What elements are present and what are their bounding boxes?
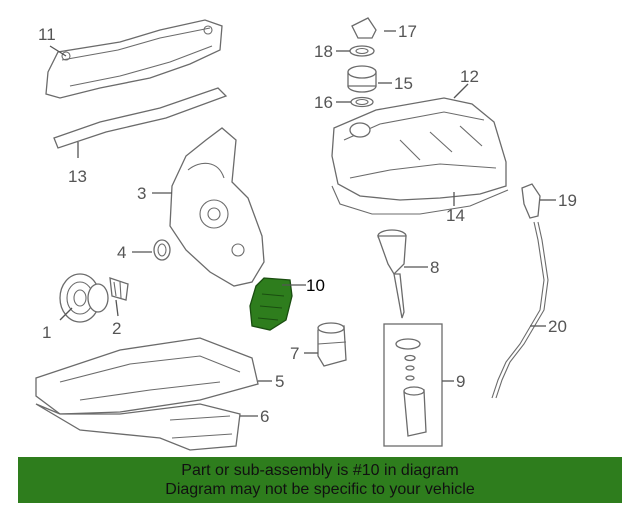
part-12-right-valve-cover	[331, 97, 507, 201]
callout-12: 12	[460, 67, 479, 86]
callout-10[interactable]: 10	[306, 276, 325, 295]
part-19-dipstick-tube	[521, 183, 541, 219]
callout-13: 13	[68, 167, 87, 186]
callout-2: 2	[112, 319, 121, 338]
callout-5: 5	[275, 372, 284, 391]
part-16-o-ring	[350, 96, 374, 108]
part-5-oil-pan-upper	[35, 337, 259, 415]
callout-19: 19	[558, 191, 577, 210]
parts-diagram: 11 13 3 4 1 2 5 6 7 8 9 10 17 18 15 16 1…	[35, 17, 577, 451]
part-10-highlighted[interactable]	[249, 277, 293, 331]
part-18-washer	[349, 45, 375, 57]
part-1-pulley	[59, 273, 109, 323]
callout-6: 6	[260, 407, 269, 426]
part-15-fitting	[347, 65, 377, 93]
callout-16: 16	[314, 93, 333, 112]
part-7-filter-housing	[317, 322, 347, 367]
info-banner: Part or sub-assembly is #10 in diagram D…	[18, 457, 622, 503]
callout-20: 20	[548, 317, 567, 336]
part-3-timing-cover	[169, 127, 265, 287]
callout-18: 18	[314, 42, 333, 61]
part-11-left-valve-cover	[45, 19, 223, 99]
part-20-dipstick	[491, 221, 549, 399]
callout-11: 11	[38, 25, 56, 44]
part-17-cap	[351, 17, 377, 39]
callout-1: 1	[42, 323, 51, 342]
banner-line-2: Diagram may not be specific to your vehi…	[165, 481, 475, 498]
callout-15: 15	[394, 74, 413, 93]
part-2-bolt	[109, 277, 129, 301]
part-8-filler-tube	[377, 229, 407, 319]
part-4-seal	[153, 239, 171, 261]
part-14-right-gasket	[331, 185, 509, 215]
callout-7: 7	[290, 344, 299, 363]
part-9-filter-kit	[383, 323, 443, 447]
callout-9: 9	[456, 372, 465, 391]
part-13-valve-cover-gasket	[53, 87, 228, 149]
callout-3: 3	[137, 184, 146, 203]
callout-4: 4	[117, 243, 126, 262]
banner-line-1: Part or sub-assembly is #10 in diagram	[181, 462, 459, 479]
leader-lines	[49, 30, 556, 417]
callout-17: 17	[398, 22, 417, 41]
callout-8: 8	[430, 258, 439, 277]
callout-14: 14	[446, 206, 465, 225]
part-6-oil-pan-lower	[35, 403, 241, 451]
